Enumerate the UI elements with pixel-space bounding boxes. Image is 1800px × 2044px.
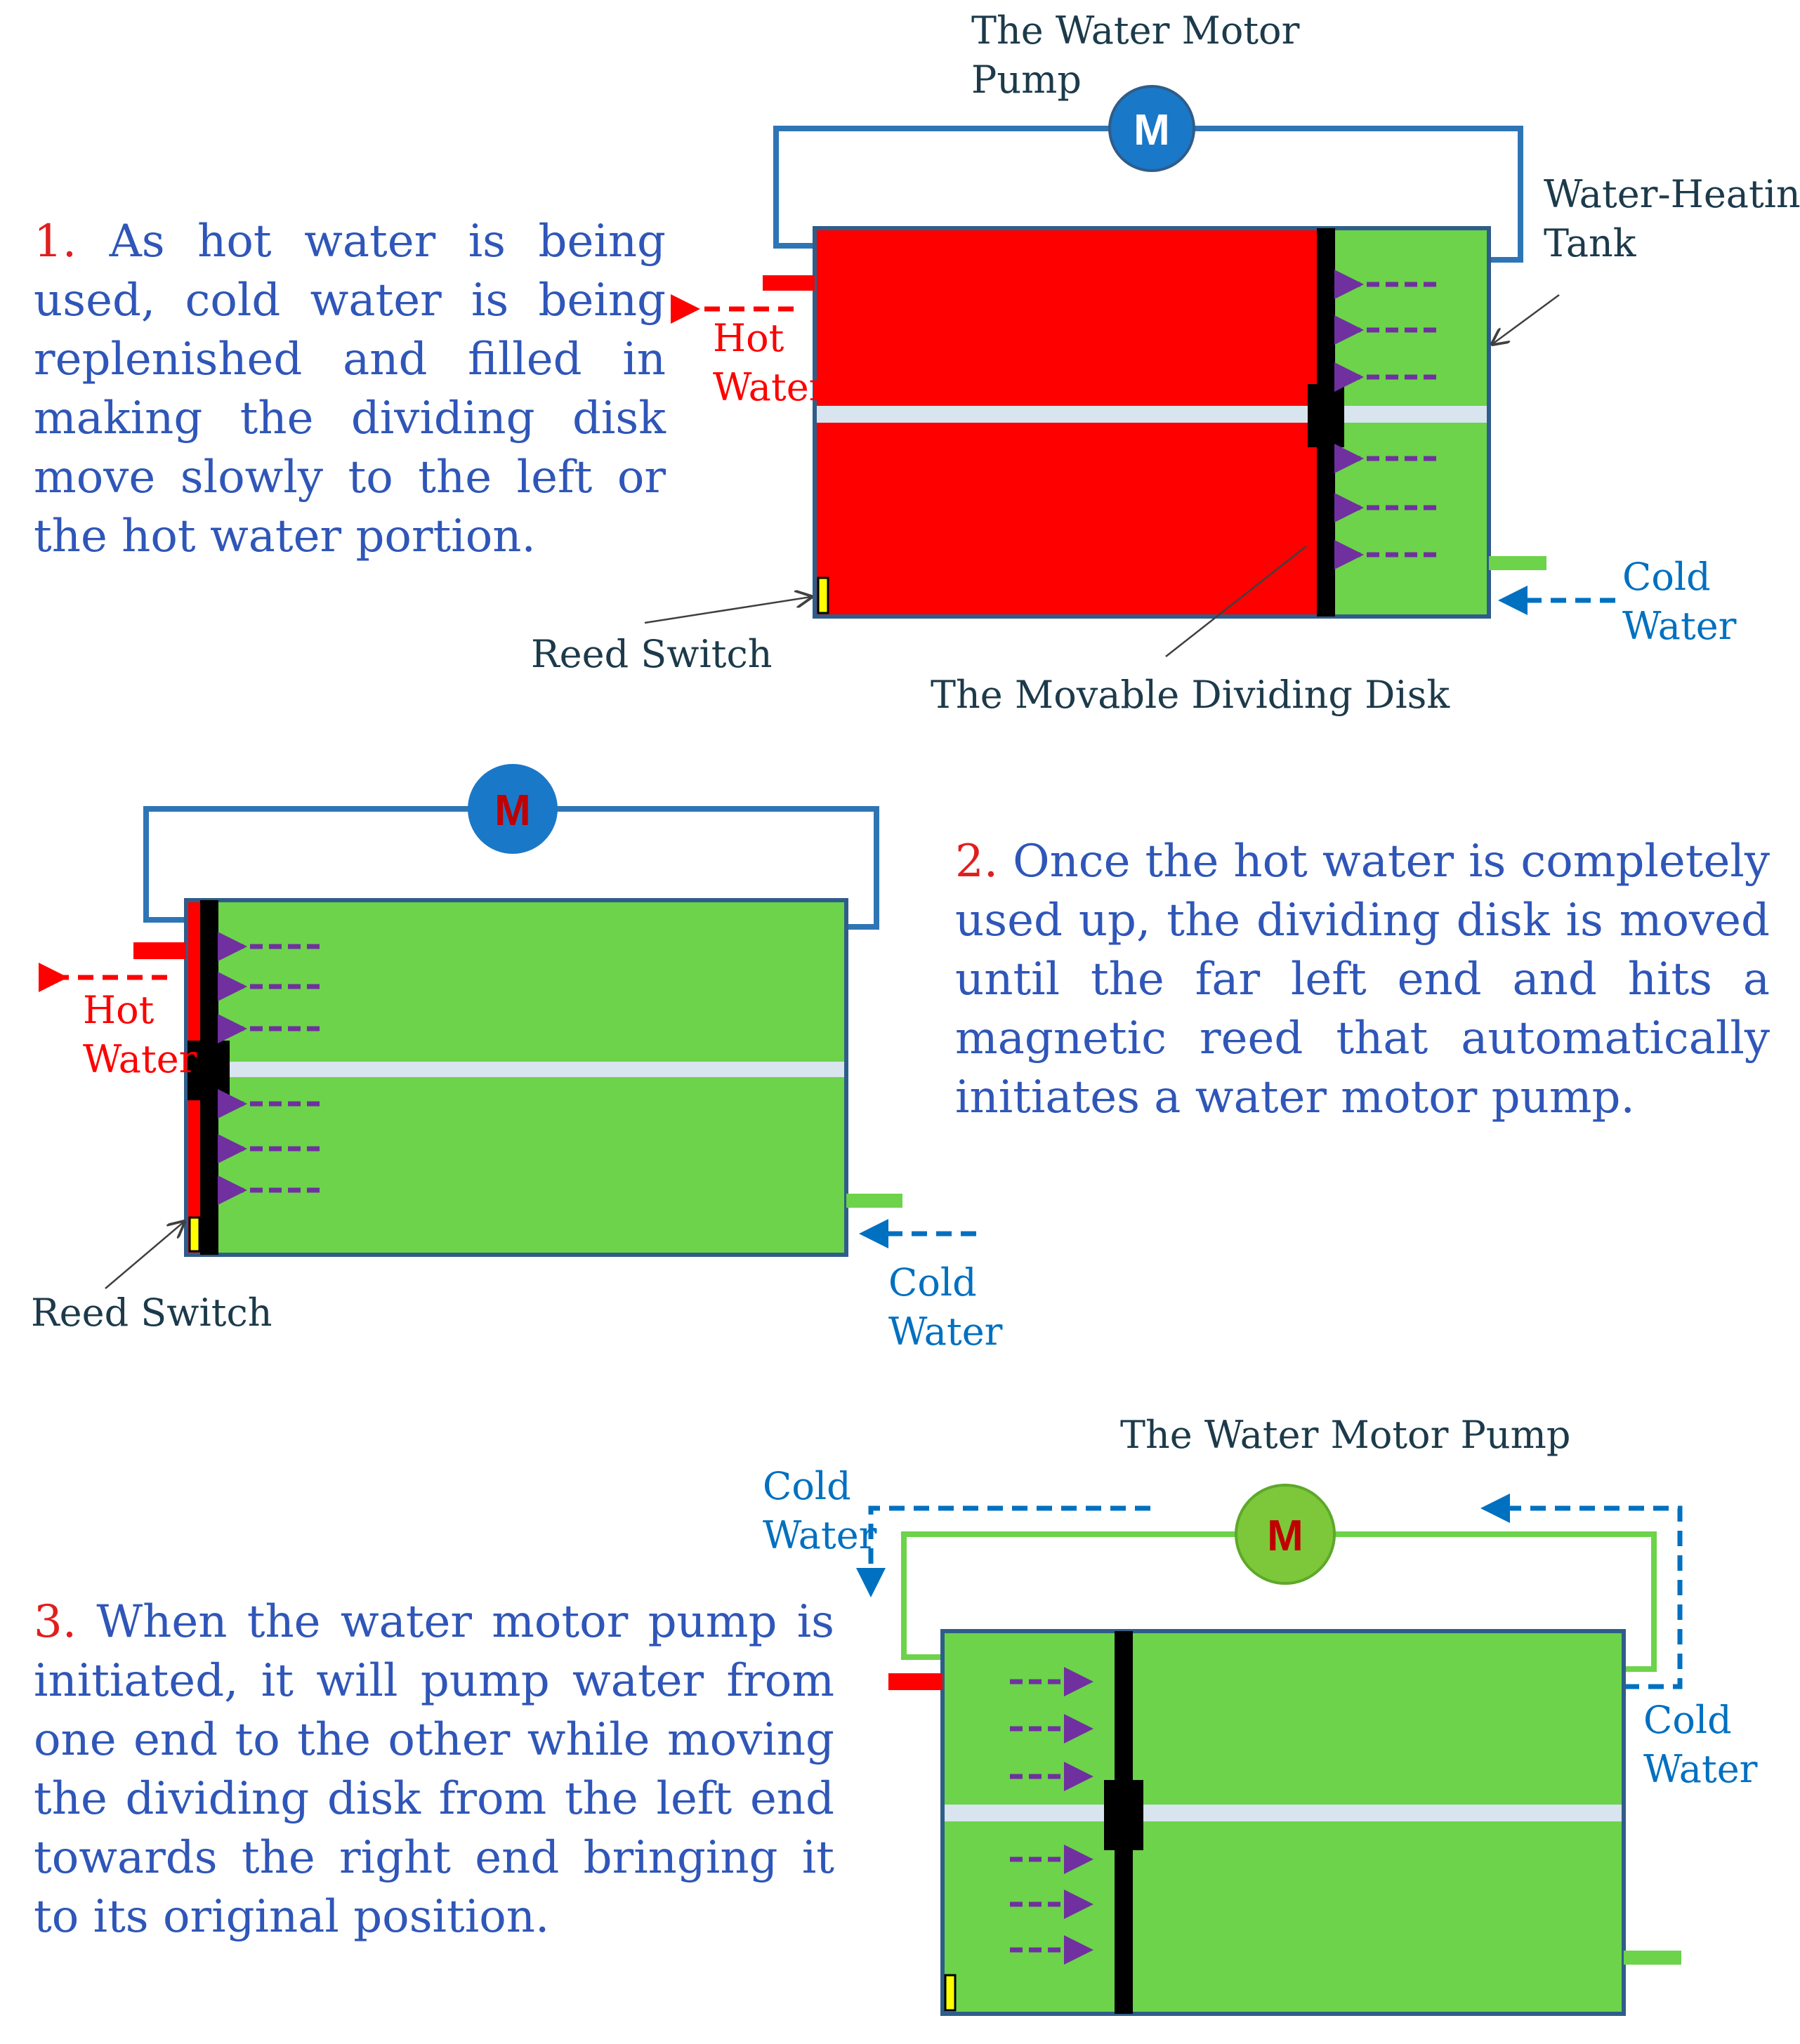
cold-water-feed-arrow — [856, 1505, 1150, 1597]
step-3-description: 3. When the water motor pump is initiate… — [34, 1593, 834, 1946]
flow-arrows — [218, 932, 320, 1205]
reed-switch — [944, 1974, 957, 2012]
reed-leader-line — [105, 1222, 184, 1289]
cold-water-label: Cold Water — [1622, 555, 1737, 648]
cold-water-right-label: Cold Water — [1643, 1698, 1758, 1791]
reed-switch — [188, 1216, 201, 1253]
step-2-description: 2. Once the hot water is completely used… — [955, 832, 1770, 1127]
hot-water-label: Hot Water — [83, 988, 197, 1081]
step-3-text: When the water motor pump is initiated, … — [34, 1596, 834, 1943]
cold-water-label: Cold Water — [888, 1260, 1003, 1354]
cold-inlet-pipe — [846, 1194, 902, 1208]
tank-label: Water-Heating Tank — [1544, 172, 1800, 265]
dividing-disk-hub — [1308, 384, 1344, 447]
cold-inlet-pipe — [1489, 556, 1546, 570]
panel-1-diagram: M The Water Motor Pump Water-Heating Tan… — [531, 8, 1800, 717]
reed-switch-label: Reed Switch — [31, 1291, 272, 1335]
dividing-disk-label: The Movable Dividing Disk — [931, 673, 1450, 717]
dividing-disk-hub — [1104, 1780, 1143, 1850]
cold-water-region — [200, 900, 846, 1255]
motor-pump-label: The Water Motor Pump — [1120, 1413, 1570, 1457]
cold-water-region — [942, 1631, 1624, 2014]
step-1-number: 1. — [34, 216, 77, 268]
reed-switch — [817, 576, 829, 614]
tank-leader-line — [1492, 294, 1560, 344]
tank-divider — [186, 1062, 846, 1077]
step-3-number: 3. — [34, 1596, 77, 1648]
water-heating-tank — [940, 1629, 1626, 2016]
tank-divider — [815, 406, 1489, 423]
cold-water-left-label: Cold Water — [763, 1464, 877, 1557]
tank-divider — [942, 1805, 1624, 1821]
panel-3-diagram: M The Water Motor Pump Cold Water Cold W… — [763, 1413, 1758, 2016]
motor-pump-icon — [1235, 1484, 1336, 1585]
hot-outlet-pipe — [763, 275, 815, 291]
step-1-description: 1. As hot water is being used, cold wate… — [34, 212, 666, 566]
motor-pump-icon — [1108, 85, 1195, 172]
hot-water-label: Hot Water — [713, 316, 827, 409]
cold-inlet-pipe — [1624, 1951, 1681, 1965]
water-heating-tank — [184, 898, 848, 1257]
motor-label: M — [1267, 1512, 1303, 1560]
disk-leader-line — [1165, 546, 1307, 657]
reed-switch-label: Reed Switch — [531, 632, 773, 676]
motor-label: M — [494, 786, 531, 835]
step-2-number: 2. — [955, 836, 999, 888]
hot-outlet-pipe — [888, 1673, 942, 1690]
step-1-text: As hot water is being used, cold water i… — [34, 216, 666, 562]
cold-water-return-arrow — [1480, 1494, 1683, 1689]
flow-arrows — [1334, 270, 1436, 569]
panel-2-diagram: M Hot Water Cold Water Reed Switch — [31, 764, 1003, 1354]
reed-leader-line — [644, 597, 811, 624]
water-heating-tank — [813, 226, 1491, 619]
motor-pump-label: The Water Motor Pump — [971, 8, 1312, 102]
flow-arrows — [1010, 1667, 1093, 1965]
motor-label: M — [1134, 106, 1170, 154]
hot-outlet-pipe — [133, 942, 186, 959]
step-2-text: Once the hot water is completely used up… — [955, 836, 1771, 1123]
motor-pump-icon — [468, 764, 558, 854]
